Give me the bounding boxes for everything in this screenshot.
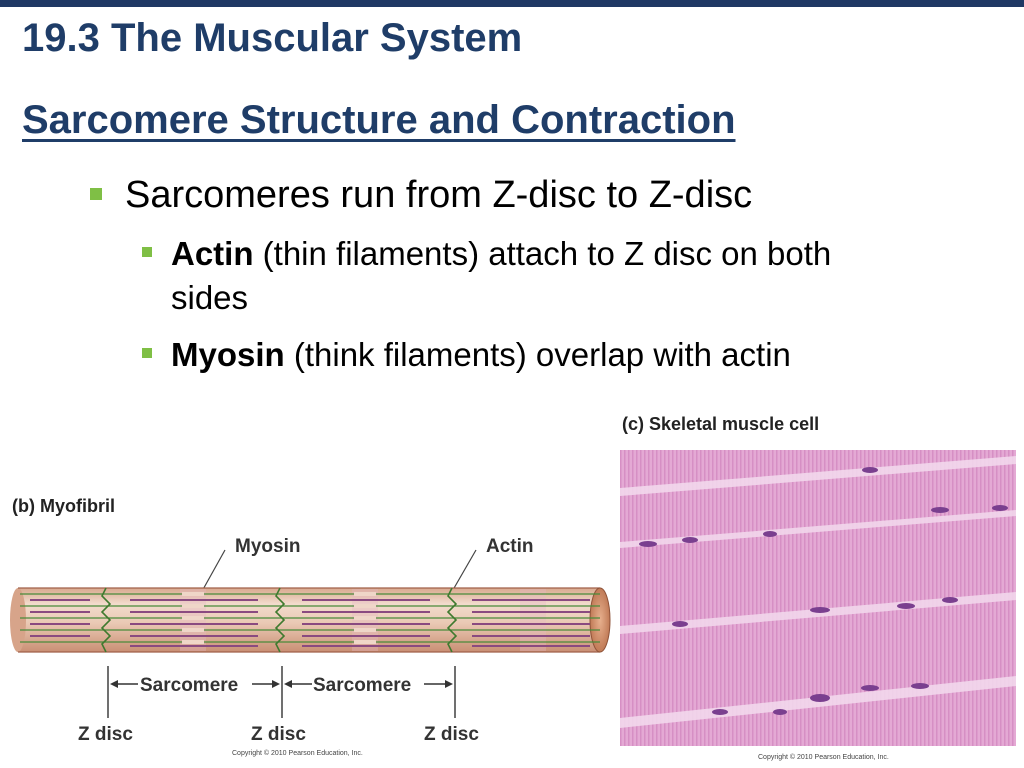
- z-disc-label: Z disc: [424, 724, 479, 745]
- myosin-filaments: [30, 599, 590, 647]
- sarcomere-label: Sarcomere: [140, 675, 238, 696]
- actin-description: (thin filaments) attach to Z disc on bot…: [171, 235, 832, 316]
- myosin-term: Myosin: [171, 336, 285, 373]
- fiber-boundaries: [620, 456, 1016, 728]
- bullet-marker-icon: [142, 348, 152, 358]
- bullet-text: Sarcomeres run from Z-disc to Z-disc: [125, 174, 753, 216]
- z-discs: [100, 587, 458, 653]
- z-disc-label: Z disc: [251, 724, 306, 745]
- copyright-notice: Copyright © 2010 Pearson Education, Inc.: [758, 754, 889, 761]
- bullet-marker-icon: [90, 188, 102, 200]
- top-accent-bar: [0, 0, 1024, 7]
- myosin-label: Myosin: [235, 536, 300, 557]
- sarcomere-label: Sarcomere: [313, 675, 411, 696]
- actin-filaments: [20, 593, 600, 643]
- nuclei: [639, 467, 1008, 715]
- actin-term: Actin: [171, 235, 254, 272]
- copyright-notice: Copyright © 2010 Pearson Education, Inc.: [232, 750, 363, 757]
- skeletal-muscle-micrograph: [620, 450, 1016, 746]
- h-zones: [182, 592, 376, 644]
- slide-title: 19.3 The Muscular System: [22, 16, 523, 60]
- bullet-text: Myosin (think filaments) overlap with ac…: [171, 333, 871, 377]
- skeletal-cell-figure-label: (c) Skeletal muscle cell: [622, 414, 820, 434]
- arrowheads: [110, 680, 453, 688]
- slide-subtitle: Sarcomere Structure and Contraction: [22, 98, 736, 142]
- myofibril-figure-label: (b) Myofibril: [12, 496, 115, 516]
- myosin-description: (think filaments) overlap with actin: [284, 336, 791, 373]
- actin-label: Actin: [486, 536, 534, 557]
- z-disc-label: Z disc: [78, 724, 133, 745]
- bullet-marker-icon: [142, 247, 152, 257]
- myofibril-diagram: Myosin Actin: [10, 536, 611, 745]
- bullet-text: Actin (thin filaments) attach to Z disc …: [171, 232, 871, 320]
